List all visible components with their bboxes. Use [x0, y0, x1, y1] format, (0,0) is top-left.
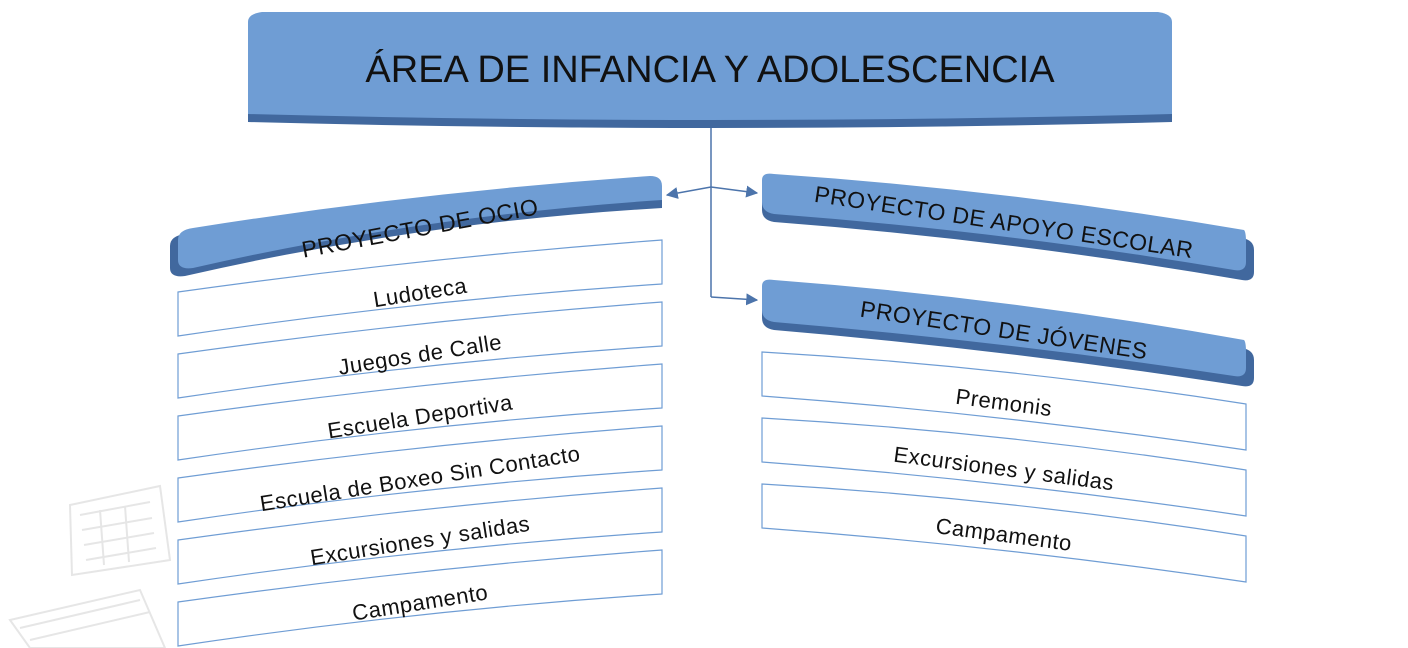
- branch-heading-face: [762, 173, 1246, 271]
- title-box: ÁREA DE INFANCIA Y ADOLESCENCIA: [248, 12, 1172, 128]
- list-item-box: [177, 487, 663, 585]
- watermark-building-sketch: [8, 484, 172, 648]
- item-list: [177, 239, 663, 647]
- connectors: [665, 122, 759, 306]
- title-box-face: [248, 12, 1172, 120]
- branch-proyecto-de-ocio: PROYECTO DE OCIO Ludoteca Juegos de Call…: [170, 176, 663, 647]
- list-item-box: [761, 483, 1247, 583]
- branch-heading-face: [762, 279, 1246, 377]
- list-item-box: [761, 417, 1247, 517]
- list-item-box: [177, 239, 663, 337]
- branch-proyecto-de-jovenes: PROYECTO DE JÓVENES Premonis Excursiones…: [761, 279, 1254, 583]
- branch-proyecto-de-apoyo-escolar: PROYECTO DE APOYO ESCOLAR: [762, 173, 1254, 281]
- title-label: ÁREA DE INFANCIA Y ADOLESCENCIA: [365, 48, 1055, 91]
- list-item-box: [177, 301, 663, 399]
- list-item-box: [177, 425, 663, 523]
- list-item-box: [761, 351, 1247, 451]
- list-item-box: [177, 549, 663, 647]
- item-list: [761, 351, 1247, 583]
- list-item-box: [177, 363, 663, 461]
- branch-heading-face: [178, 176, 662, 269]
